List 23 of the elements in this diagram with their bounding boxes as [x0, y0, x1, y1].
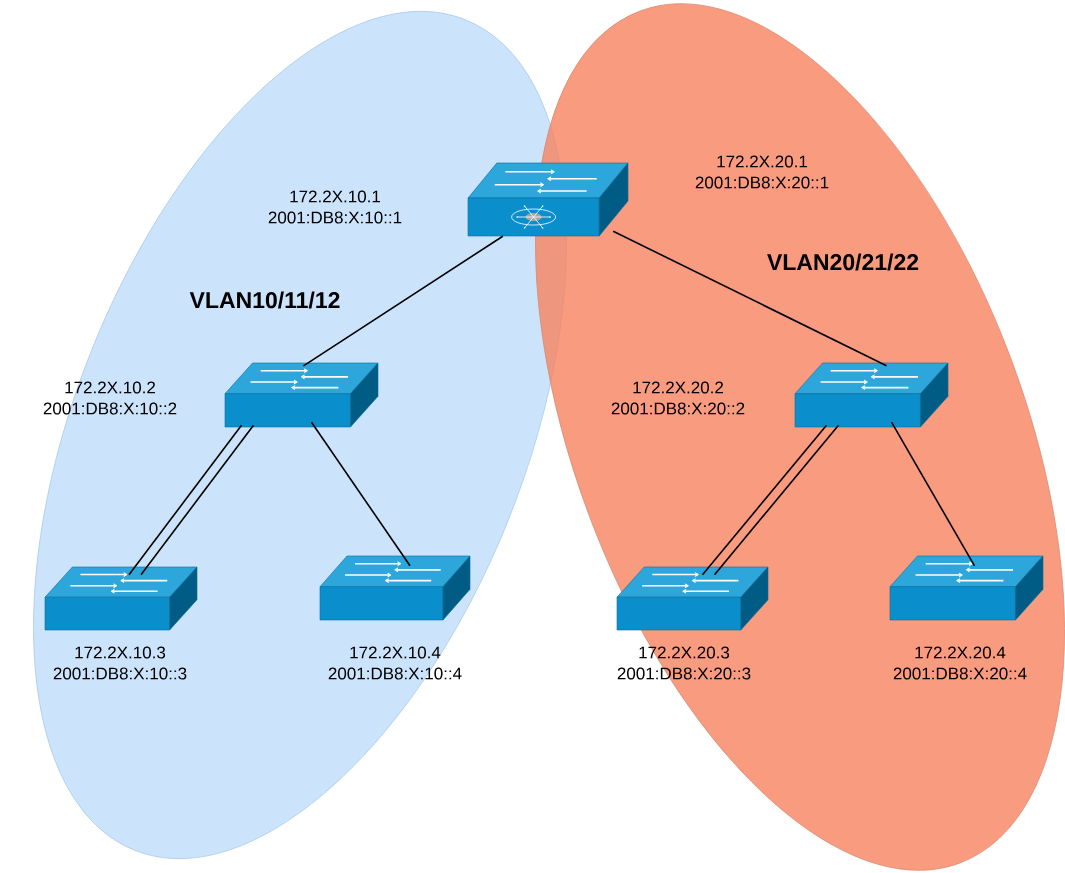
- address-label: 172.2X.10.3 2001:DB8:X:10::3: [53, 646, 187, 680]
- link-line: [612, 230, 888, 367]
- link-line: [310, 421, 411, 567]
- address-label: 172.2X.10.4 2001:DB8:X:10::4: [328, 646, 462, 680]
- link-line: [701, 424, 828, 576]
- link-line: [713, 424, 840, 576]
- switch-drawing: [224, 362, 379, 428]
- address-label: 172.2X.20.4 2001:DB8:X:20::4: [893, 646, 1027, 680]
- switch-drawing: [889, 555, 1044, 621]
- switch-drawing: [319, 555, 471, 621]
- link-line: [890, 421, 976, 567]
- multilayer-switch-drawing: [467, 162, 629, 237]
- link-line: [140, 424, 255, 576]
- address-label: 172.2X.20.1 2001:DB8:X:20::1: [695, 155, 829, 189]
- address-label: 172.2X.20.3 2001:DB8:X:20::3: [617, 646, 751, 680]
- link-line: [302, 235, 504, 367]
- address-label: 172.2X.10.1 2001:DB8:X:10::1: [268, 190, 402, 224]
- address-label: 172.2X.20.2 2001:DB8:X:20::2: [611, 381, 745, 415]
- switch-drawing: [44, 566, 198, 631]
- switch-drawing: [794, 362, 949, 428]
- link-line: [128, 424, 243, 576]
- switch-drawing: [616, 566, 769, 631]
- address-label: 172.2X.10.2 2001:DB8:X:10::2: [43, 381, 177, 415]
